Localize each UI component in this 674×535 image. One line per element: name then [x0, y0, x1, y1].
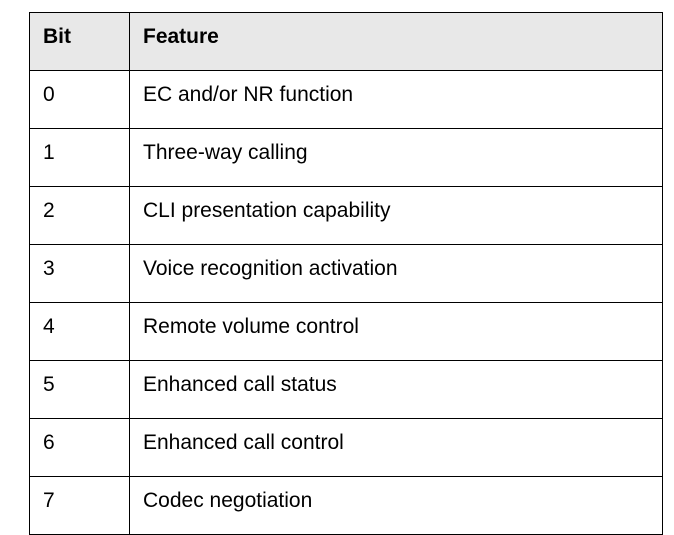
bit-cell: 7 [29, 476, 130, 535]
feature-cell: Voice recognition activation [129, 244, 663, 303]
bit-cell: 4 [29, 302, 130, 361]
bit-cell: 3 [29, 244, 130, 303]
table-row: 1 Three-way calling [29, 128, 663, 187]
header-feature: Feature [129, 12, 663, 71]
bit-cell: 6 [29, 418, 130, 477]
table-row: 7 Codec negotiation [29, 476, 663, 535]
feature-cell: Enhanced call status [129, 360, 663, 419]
feature-bit-table: Bit Feature 0 EC and/or NR function 1 Th… [29, 12, 663, 535]
table-row: 0 EC and/or NR function [29, 70, 663, 129]
table-row: 5 Enhanced call status [29, 360, 663, 419]
feature-cell: CLI presentation capability [129, 186, 663, 245]
bit-cell: 0 [29, 70, 130, 129]
feature-cell: EC and/or NR function [129, 70, 663, 129]
table-row: 4 Remote volume control [29, 302, 663, 361]
feature-cell: Codec negotiation [129, 476, 663, 535]
table-row: 3 Voice recognition activation [29, 244, 663, 303]
table-row: 2 CLI presentation capability [29, 186, 663, 245]
table-header-row: Bit Feature [29, 12, 663, 71]
bit-cell: 1 [29, 128, 130, 187]
bit-cell: 2 [29, 186, 130, 245]
feature-cell: Enhanced call control [129, 418, 663, 477]
table-row: 6 Enhanced call control [29, 418, 663, 477]
feature-cell: Remote volume control [129, 302, 663, 361]
bit-cell: 5 [29, 360, 130, 419]
header-bit: Bit [29, 12, 130, 71]
feature-cell: Three-way calling [129, 128, 663, 187]
